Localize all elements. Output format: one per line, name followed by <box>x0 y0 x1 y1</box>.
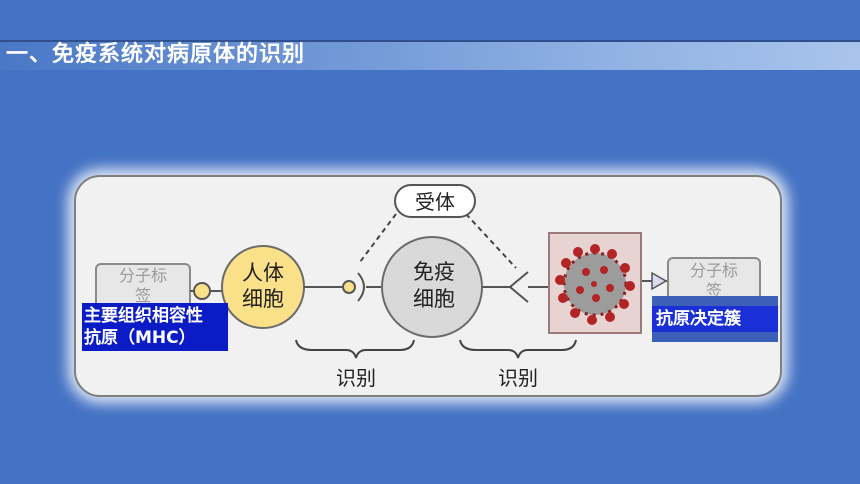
mhc-label: 主要组织相容性 抗原（MHC） <box>82 303 228 351</box>
recognition-brace-left <box>295 339 415 359</box>
slide-title: 一、免疫系统对病原体的识别 <box>6 42 306 67</box>
mhc-label-line1: 主要组织相容性 <box>84 306 203 326</box>
receptor-v-right <box>508 271 529 303</box>
epitope-label-text: 抗原决定簇 <box>652 306 778 332</box>
receptor-pointer-right <box>465 213 517 269</box>
immune-cell: 免疫 细胞 <box>381 236 483 338</box>
human-cell-label-line2: 细胞 <box>242 287 284 311</box>
mhc-label-line2: 抗原（MHC） <box>84 328 196 348</box>
receptor-cup-left <box>357 272 365 302</box>
molecular-tag-right-line2: 签 <box>706 281 722 300</box>
immune-cell-label-line2: 细胞 <box>413 287 455 311</box>
epitope-label: 抗原决定簇 <box>652 296 778 342</box>
human-cell-tag-marker <box>342 280 356 294</box>
molecular-tag-left-line1: 分子标 <box>119 266 167 285</box>
mhc-marker <box>193 282 211 300</box>
recognition-brace-right <box>459 339 577 359</box>
molecular-tag-right-line1: 分子标 <box>690 261 738 280</box>
recognition-right-label: 识别 <box>498 366 538 390</box>
virus-image <box>548 232 642 334</box>
title-divider <box>0 40 860 42</box>
molecular-tag-right: 分子标 签 <box>667 257 761 303</box>
receptor-label: 受体 <box>415 190 455 214</box>
molecular-tag-left-line2: 签 <box>135 286 151 305</box>
title-bar <box>0 40 860 70</box>
epitope-triangle <box>651 271 668 291</box>
immune-cell-label-line1: 免疫 <box>413 260 455 284</box>
receptor-pointer-left <box>359 213 397 263</box>
receptor-label-bubble: 受体 <box>394 184 476 218</box>
human-cell: 人体 细胞 <box>221 245 305 329</box>
recognition-left-label: 识别 <box>336 366 376 390</box>
human-cell-label-line1: 人体 <box>242 261 284 285</box>
